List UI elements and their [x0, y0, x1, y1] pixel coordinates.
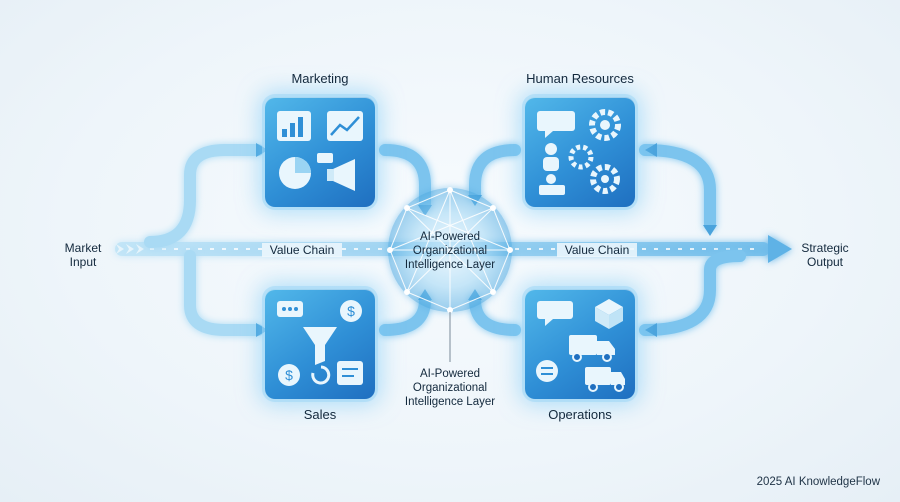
strategic-output-label: Strategic Output: [790, 241, 860, 269]
ai-core-line3: Intelligence Layer: [404, 259, 496, 271]
dollar-icon: $: [340, 300, 362, 322]
funnel-icon: [303, 327, 337, 365]
sales-tile[interactable]: $ $: [265, 289, 375, 399]
strategic-output-line2: Output: [806, 255, 844, 269]
truck-icon: [569, 335, 615, 362]
chat-icon: [277, 301, 303, 317]
transfer-icon: [536, 360, 558, 382]
refresh-icon: [311, 365, 331, 385]
market-input-line2: Input: [69, 255, 97, 269]
hr-label: Human Resources: [526, 71, 634, 86]
operations-tile[interactable]: [525, 289, 635, 399]
ai-core-line2: Organizational: [412, 245, 488, 257]
ai-callout-line1: AI-Powered: [419, 368, 481, 380]
strategic-output-line1: Strategic: [801, 241, 849, 255]
value-chain-left-label: Value Chain: [262, 243, 342, 257]
svg-text:$: $: [285, 367, 293, 383]
pie-chart-icon: [279, 157, 311, 189]
ai-callout-line2: Organizational: [412, 382, 488, 394]
gear-icon: [589, 109, 621, 141]
hr-tile[interactable]: [525, 97, 635, 207]
footer-credit: 2025 AI KnowledgeFlow: [756, 476, 880, 488]
market-input-line1: Market: [64, 241, 102, 255]
ai-core-line1: AI-Powered: [419, 231, 481, 243]
market-input-label: Market Input: [58, 241, 108, 269]
ai-core-network: [387, 187, 513, 313]
department-loops: [144, 144, 746, 336]
marketing-label: Marketing: [291, 71, 349, 86]
dollar-icon: $: [278, 364, 300, 386]
worker-icon: [539, 174, 565, 195]
gear-icon: [590, 164, 620, 194]
svg-text:$: $: [347, 303, 355, 319]
operations-label: Operations: [548, 407, 612, 422]
sales-label: Sales: [303, 407, 337, 422]
input-chevrons: [116, 244, 144, 254]
megaphone-icon: [317, 153, 355, 191]
box-icon: [595, 299, 623, 329]
chat-icon: [537, 111, 575, 138]
value-chain-right-label: Value Chain: [557, 243, 637, 257]
ai-callout-line3: Intelligence Layer: [404, 396, 496, 408]
trend-chart-icon: [327, 111, 363, 141]
gear-icon: [568, 144, 594, 170]
chat-icon: [537, 301, 573, 326]
ai-core-callout-label: AI-Powered Organizational Intelligence L…: [395, 367, 505, 409]
bar-chart-icon: [277, 111, 311, 141]
ai-core-label: AI-Powered Organizational Intelligence L…: [395, 230, 505, 272]
people-icon: [543, 143, 559, 171]
invoice-icon: [337, 361, 363, 385]
marketing-tile[interactable]: [265, 97, 375, 207]
truck-icon: [585, 367, 625, 392]
